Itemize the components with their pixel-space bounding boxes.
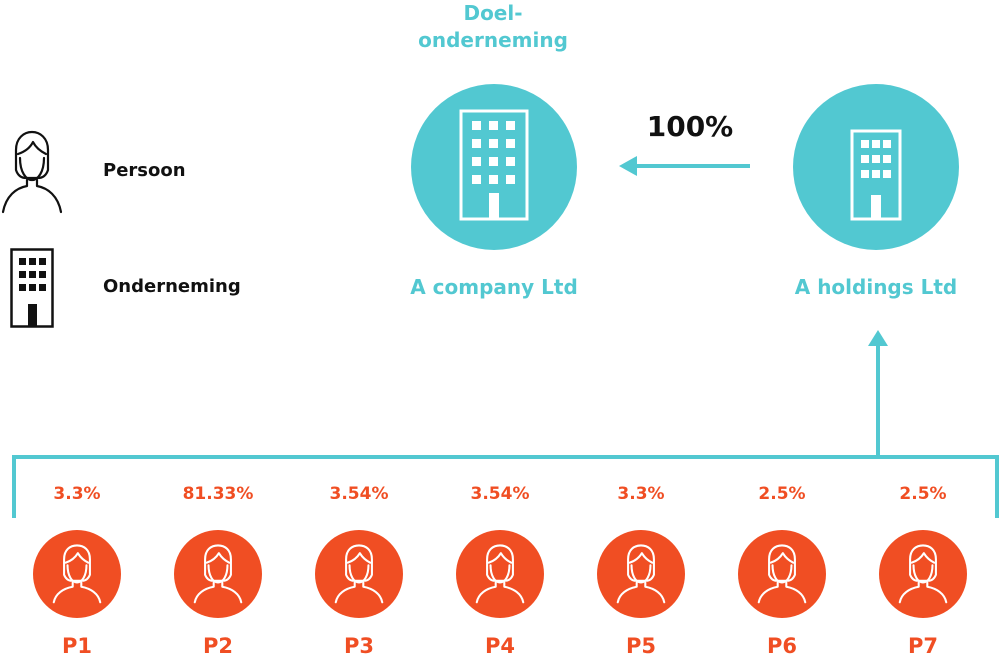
- shareholder-node: [456, 530, 544, 618]
- shareholder-connector: [12, 330, 999, 518]
- legend-company-label: Onderneming: [103, 276, 241, 297]
- shareholder-name: P4: [484, 634, 515, 658]
- shareholder-name: P3: [343, 634, 374, 658]
- person-icon: [472, 542, 528, 604]
- shareholder-name: P2: [202, 634, 233, 658]
- shareholder-name: P6: [766, 634, 797, 658]
- legend-person-label: Persoon: [103, 160, 186, 181]
- person-icon: [895, 542, 951, 604]
- person-icon: [331, 542, 387, 604]
- shareholder-name: P7: [907, 634, 938, 658]
- person-icon: [1, 130, 63, 214]
- legend: Persoon Onderneming: [0, 128, 260, 338]
- shareholder-percentage: 2.5%: [758, 484, 806, 504]
- shareholder-percentage: 3.3%: [617, 484, 665, 504]
- shareholder-node: [597, 530, 685, 618]
- shareholder-node: [174, 530, 262, 618]
- shareholder-percentage: 3.54%: [329, 484, 389, 504]
- person-icon: [190, 542, 246, 604]
- ownership-percentage: 100%: [646, 110, 734, 143]
- shareholder-name: P5: [625, 634, 656, 658]
- shareholder-percentage: 2.5%: [899, 484, 947, 504]
- shareholder-node: [738, 530, 826, 618]
- person-icon: [613, 542, 669, 604]
- building-icon: [10, 248, 54, 328]
- building-icon: [459, 109, 529, 221]
- target-company-name: A company Ltd: [410, 275, 578, 299]
- person-icon: [754, 542, 810, 604]
- shareholder-name: P1: [61, 634, 92, 658]
- shareholder-percentage: 3.54%: [470, 484, 530, 504]
- shareholder-node: [879, 530, 967, 618]
- target-company-node: [411, 84, 577, 250]
- building-icon: [850, 129, 902, 221]
- target-title: Doel- onderneming: [393, 0, 593, 54]
- holding-company-name: A holdings Ltd: [794, 275, 958, 299]
- shareholder-node: [315, 530, 403, 618]
- holding-company-node: [793, 84, 959, 250]
- ownership-arrow: [619, 156, 750, 176]
- shareholder-node: [33, 530, 121, 618]
- target-title-line2: onderneming: [418, 28, 568, 52]
- shareholder-percentage: 3.3%: [53, 484, 101, 504]
- arrow-up-head: [868, 330, 888, 346]
- person-icon: [49, 542, 105, 604]
- target-title-line1: Doel-: [463, 1, 523, 25]
- shareholder-percentage: 81.33%: [182, 484, 254, 504]
